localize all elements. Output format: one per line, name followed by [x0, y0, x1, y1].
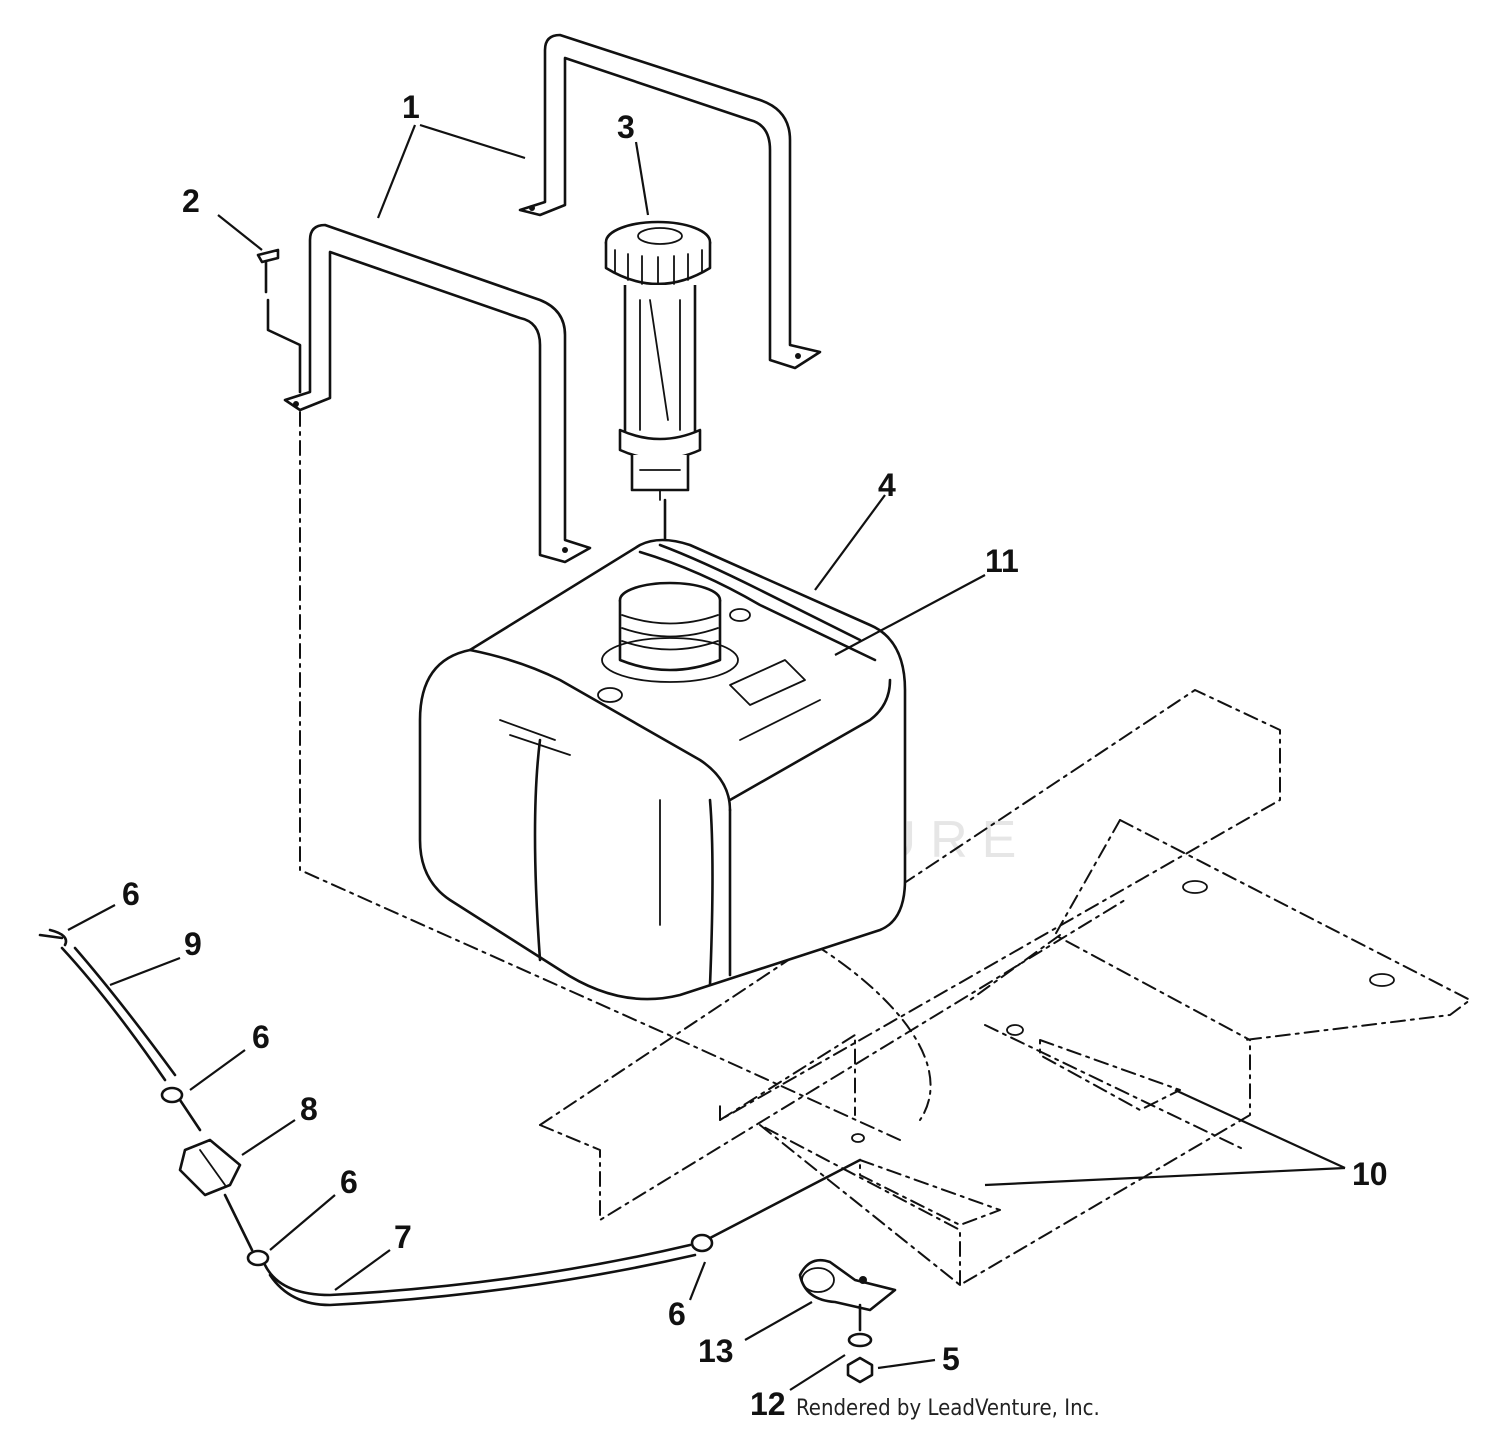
- callout-11: 11: [985, 543, 1019, 579]
- screw: [256, 248, 302, 394]
- rear-strap: [518, 33, 822, 370]
- callout-labels: 1 2 3 4 11 6 9 6 8 6 7 6 10 13 5 12: [122, 89, 1388, 1422]
- callout-2: 2: [182, 183, 200, 219]
- render-credit: Rendered by LeadVenture, Inc.: [796, 1396, 1100, 1421]
- callout-3: 3: [617, 109, 635, 145]
- leader-lines: [67, 123, 1346, 1391]
- callout-4: 4: [878, 467, 896, 503]
- fuel-line-assembly: [38, 928, 862, 1307]
- chassis-frame: [539, 689, 1471, 1286]
- fuel-cap-gauge: [604, 220, 712, 501]
- callout-10: 10: [1352, 1156, 1388, 1192]
- callout-6-lower: 6: [340, 1164, 358, 1200]
- callout-12: 12: [750, 1386, 786, 1422]
- hose-clamp-hardware: [798, 1258, 897, 1384]
- callout-6-top: 6: [122, 876, 140, 912]
- callout-13: 13: [698, 1333, 734, 1369]
- callout-6-upper: 6: [252, 1019, 270, 1055]
- callout-5: 5: [942, 1341, 960, 1377]
- callout-6-bottom: 6: [668, 1296, 686, 1332]
- fuel-tank: [418, 538, 907, 1001]
- callout-7: 7: [394, 1219, 412, 1255]
- callout-8: 8: [300, 1091, 318, 1127]
- mounting-centerline: [299, 411, 901, 1141]
- callout-1: 1: [402, 89, 420, 125]
- callout-9: 9: [184, 926, 202, 962]
- front-strap: [283, 223, 592, 564]
